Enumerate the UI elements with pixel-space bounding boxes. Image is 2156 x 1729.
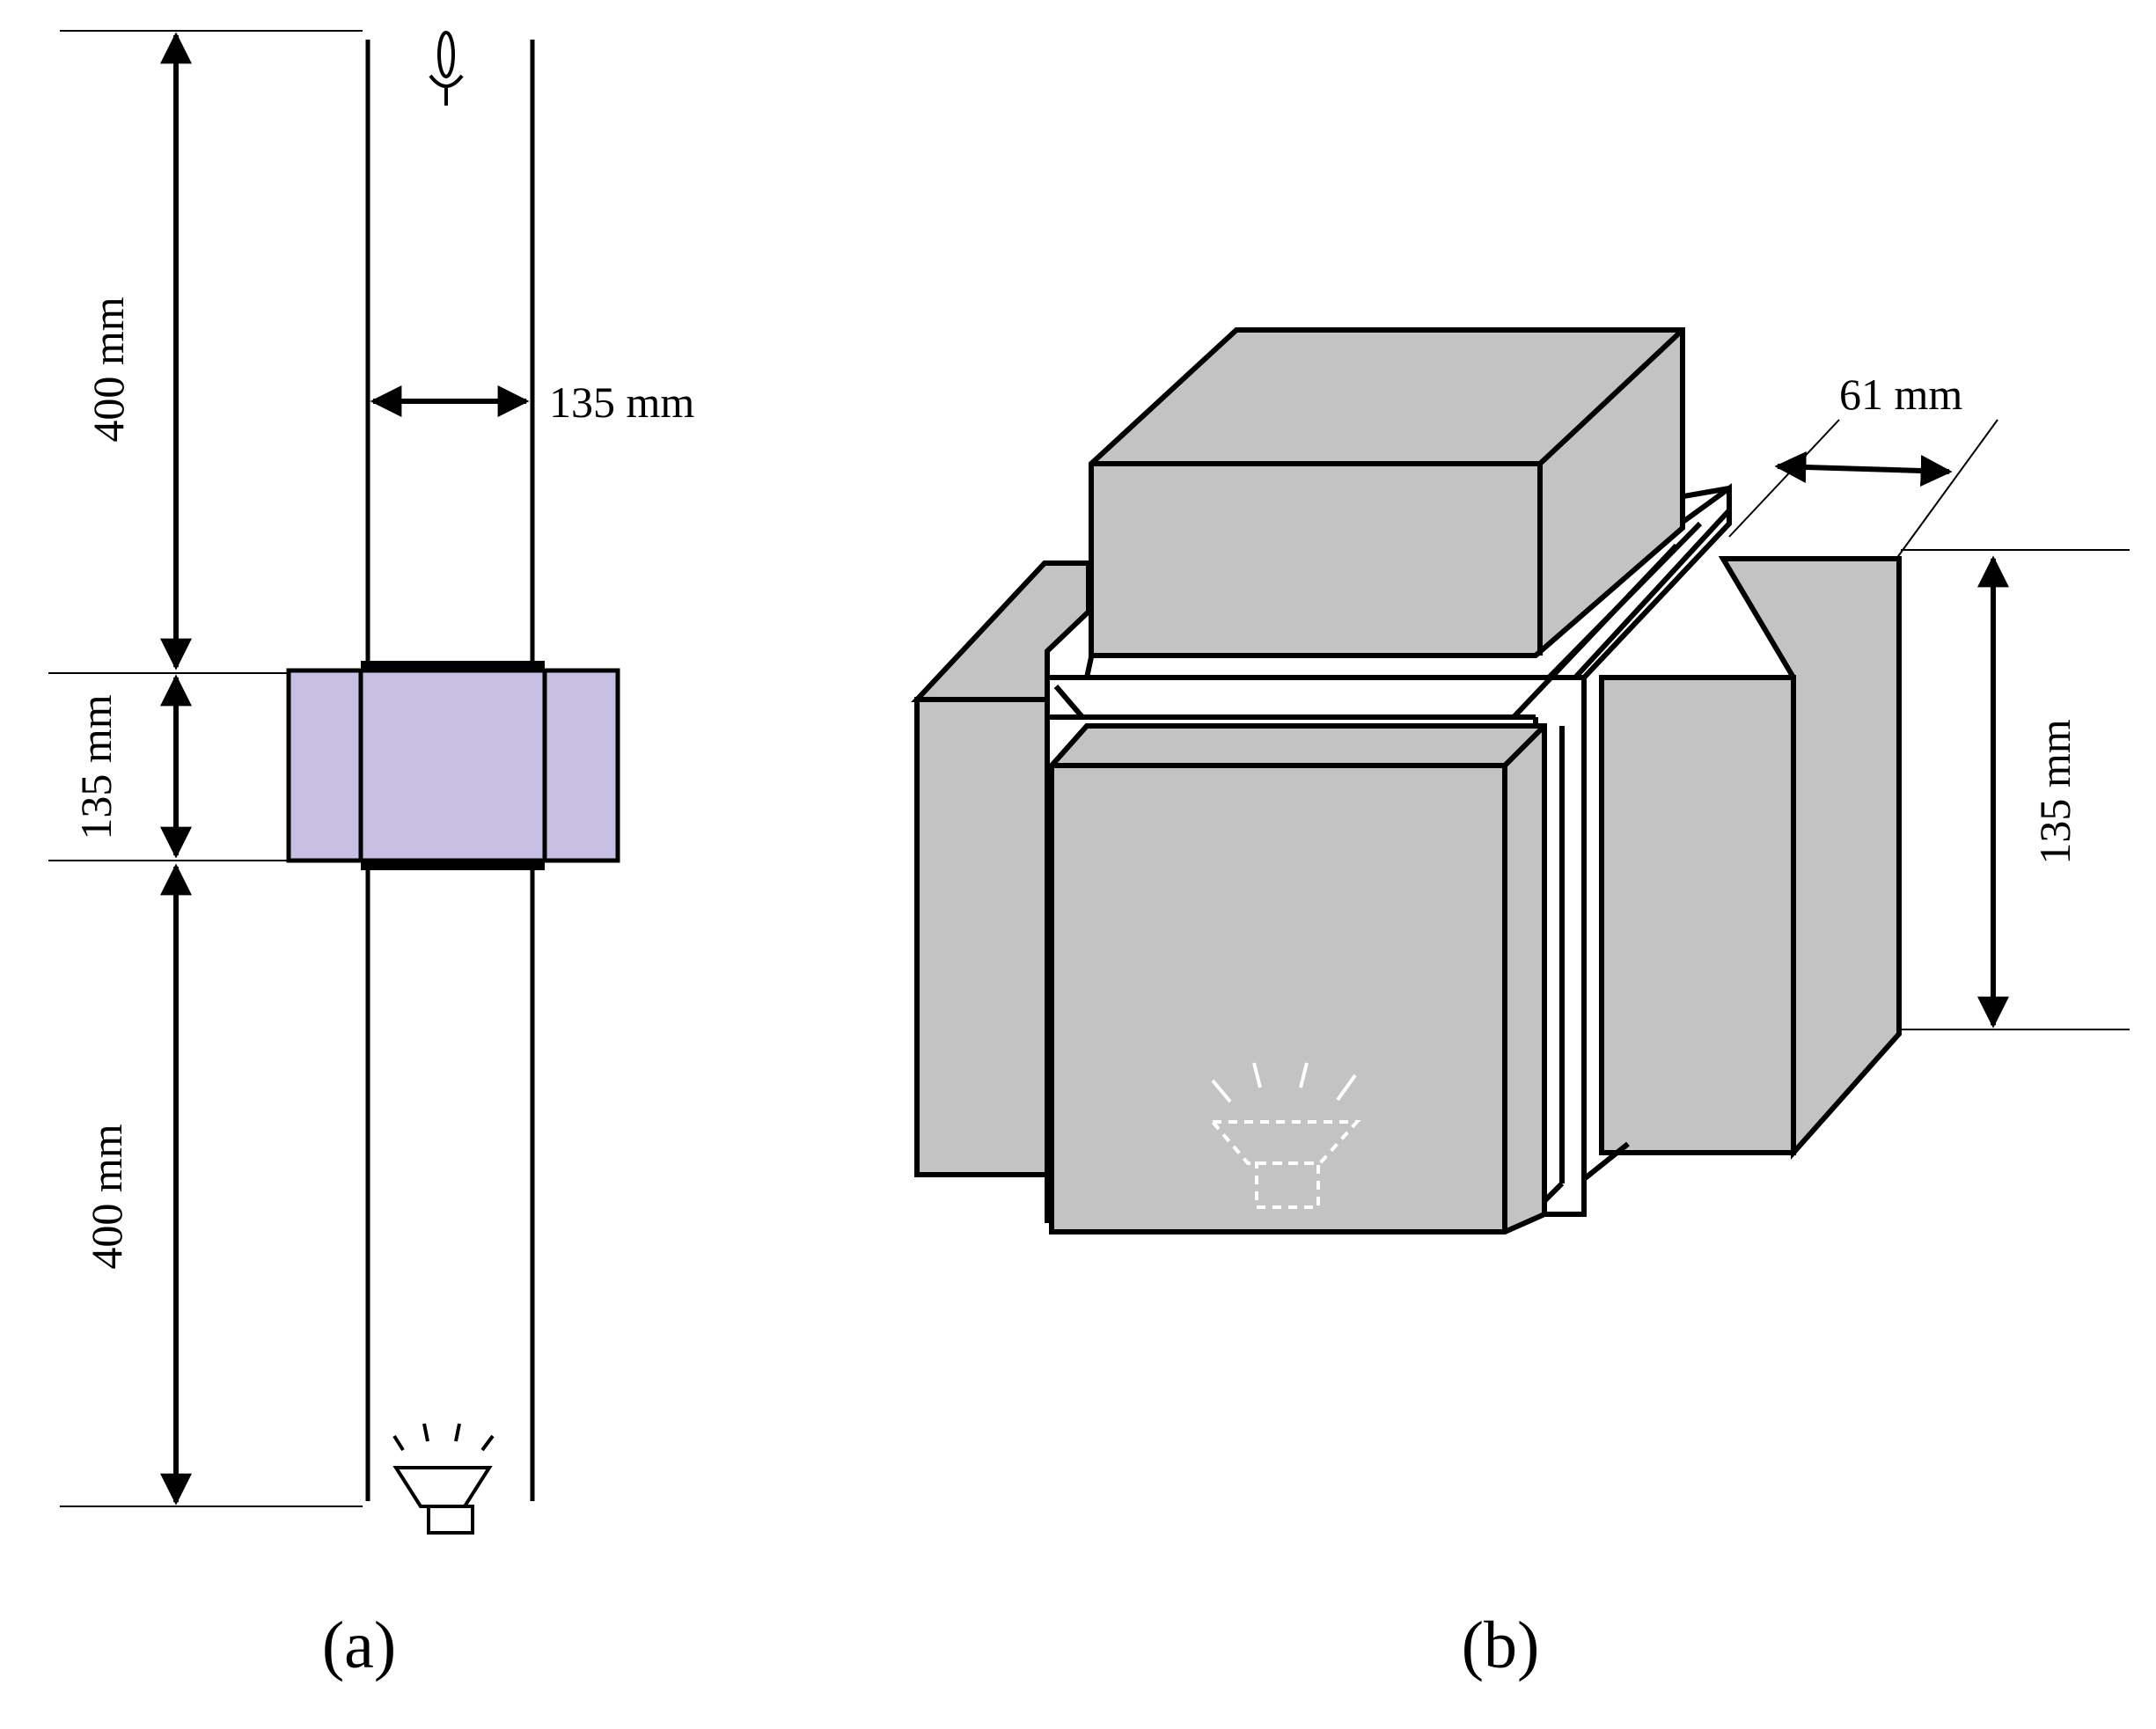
caption-b: (b) (1462, 1608, 1540, 1682)
dim-label-depth: 61 mm (1839, 370, 1962, 419)
microphone-icon (429, 31, 464, 106)
dim-label-height: 135 mm (2030, 719, 2079, 864)
dim-label-top: 400 mm (84, 297, 133, 442)
specimen (286, 661, 620, 870)
panel-b (911, 327, 2130, 1234)
speaker-dashed-icon (1208, 1062, 1361, 1209)
dim-label-middle: 135 mm (71, 694, 121, 839)
dim-height (1901, 549, 2130, 1030)
caption-a: (a) (322, 1608, 396, 1682)
block-top (1089, 327, 1685, 658)
block-front (1049, 723, 1547, 1234)
dim-label-width: 135 mm (549, 377, 694, 427)
dim-label-bottom: 400 mm (82, 1124, 131, 1269)
block-right (1599, 556, 1902, 1160)
speaker-icon (392, 1423, 495, 1535)
dim-depth (1728, 419, 1998, 560)
panel-a: 400 mm 135 mm 400 mm 135 mm (48, 30, 694, 1682)
